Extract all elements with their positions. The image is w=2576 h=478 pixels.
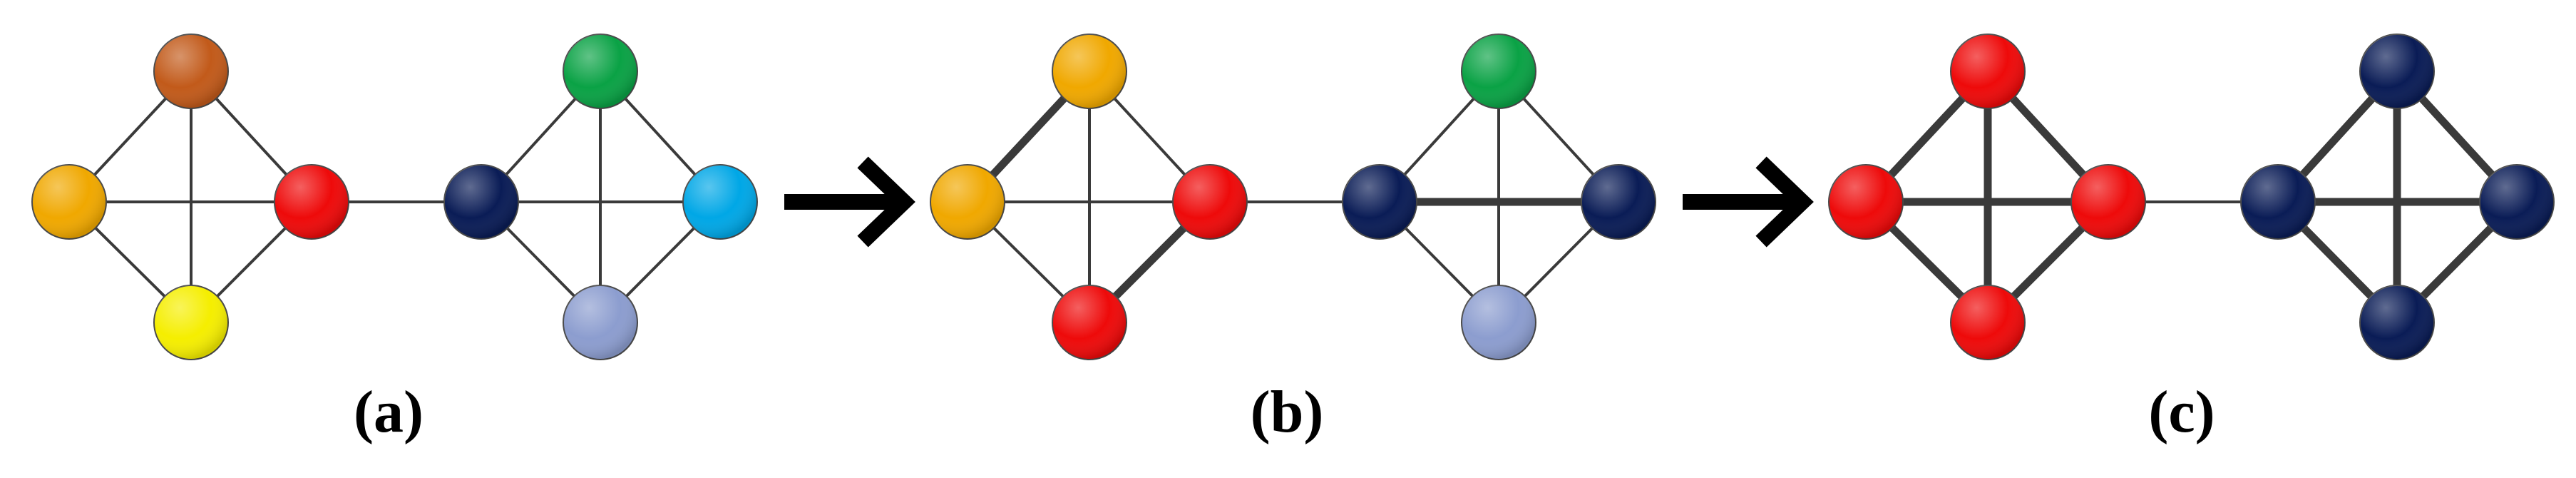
caption-b: (b) [1250,379,1324,445]
node-a-2 [274,164,349,240]
node-b-3 [1052,285,1127,360]
caption-a: (a) [354,379,424,445]
node-a-1 [31,164,107,240]
node-a-3 [153,285,229,360]
node-b-0 [1052,34,1127,109]
arrow-1 [784,156,915,248]
caption-c: (c) [2148,379,2215,445]
node-a-5 [563,34,638,109]
node-b-4 [1342,164,1417,240]
node-a-7 [563,285,638,360]
node-c-6 [2479,164,2555,240]
node-a-0 [153,34,229,109]
node-b-2 [1172,164,1248,240]
node-b-1 [930,164,1005,240]
node-c-3 [1950,285,2026,360]
node-c-5 [2359,34,2435,109]
arrow-2 [1683,156,1814,248]
node-c-2 [2070,164,2146,240]
node-a-4 [443,164,519,240]
node-b-7 [1461,285,1536,360]
node-c-0 [1950,34,2026,109]
node-c-7 [2359,285,2435,360]
node-c-4 [2240,164,2316,240]
node-a-6 [682,164,758,240]
node-b-6 [1581,164,1656,240]
node-b-5 [1461,34,1536,109]
node-c-1 [1828,164,1904,240]
